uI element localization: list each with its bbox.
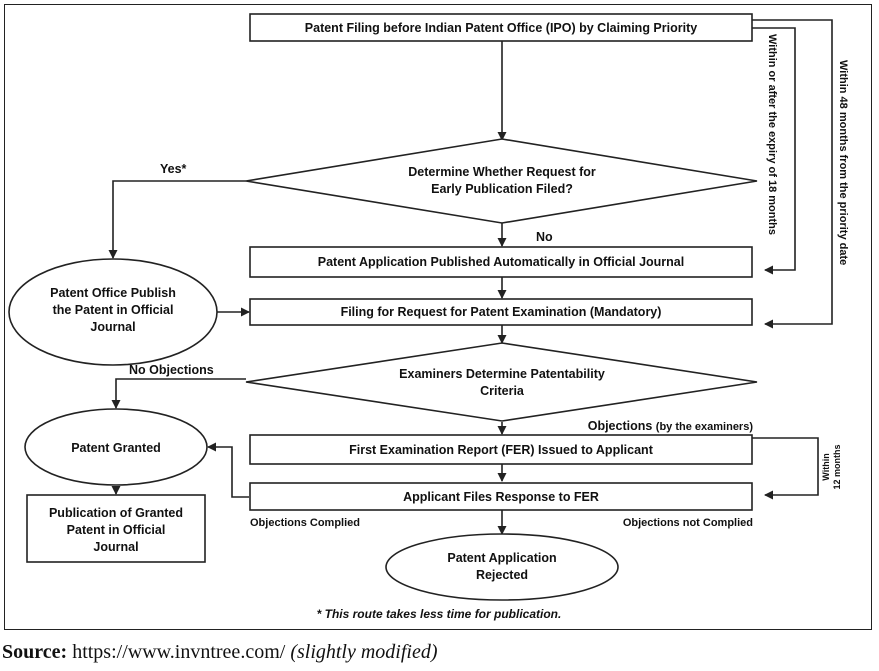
label-patentability-1: Examiners Determine Patentability <box>399 367 605 381</box>
box-fer-issued: First Examination Report (FER) Issued to… <box>249 434 753 465</box>
patent-process-flowchart: Patent Filing before Indian Patent Offic… <box>8 13 849 621</box>
label-response-fer: Applicant Files Response to FER <box>403 490 599 504</box>
label-publication-granted-1: Publication of Granted <box>49 506 183 520</box>
label-within-18-months: Within or after the expiry of 18 months <box>766 34 778 235</box>
edges <box>108 19 833 535</box>
label-publication-granted-3: Journal <box>93 540 138 554</box>
label-request-examination: Filing for Request for Patent Examinatio… <box>341 305 662 319</box>
label-rejected-1: Patent Application <box>447 551 556 565</box>
edge-no-objections <box>111 378 246 409</box>
footnote: * This route takes less time for publica… <box>317 607 562 621</box>
ellipse-office-publish: Patent Office Publish the Patent in Offi… <box>8 258 218 366</box>
box-response-fer: Applicant Files Response to FER <box>249 482 753 511</box>
source-link[interactable]: https://www.invntree.com/ <box>72 641 286 663</box>
label-office-publish-1: Patent Office Publish <box>50 286 176 300</box>
edge-18-month-loop <box>752 27 796 275</box>
label-within-12-months-1: Within <box>821 453 831 480</box>
edge-label-yes: Yes* <box>160 162 187 176</box>
ellipse-rejected: Patent Application Rejected <box>385 533 619 601</box>
objections-text: Objections <box>588 419 653 433</box>
label-filing-priority: Patent Filing before Indian Patent Offic… <box>305 21 697 35</box>
box-request-examination: Filing for Request for Patent Examinatio… <box>249 298 753 326</box>
edge-48-month-loop <box>752 19 833 329</box>
source-label: Source: <box>2 641 68 663</box>
edge-12-month-loop <box>752 437 819 500</box>
edge-response-to-granted <box>207 442 249 498</box>
edge-label-objections-not-complied: Objections not Complied <box>623 517 753 529</box>
box-filing-priority: Patent Filing before Indian Patent Offic… <box>249 13 753 42</box>
box-publication-granted: Publication of Granted Patent in Officia… <box>26 494 206 563</box>
edge-label-no-objections: No Objections <box>129 363 214 377</box>
label-patentability-2: Criteria <box>480 384 525 398</box>
label-within-48-months: Within 48 months from the priority date <box>837 60 849 265</box>
diagram-frame <box>4 4 872 630</box>
edge-label-objections: Objections (by the examiners) <box>588 419 754 433</box>
label-within-12-months-2: 12 months <box>832 444 842 489</box>
decision-early-publication: Determine Whether Request for Early Publ… <box>245 138 758 224</box>
label-publication-granted-2: Patent in Official <box>67 523 166 537</box>
label-rejected-2: Rejected <box>476 568 528 582</box>
label-early-publication-2: Early Publication Filed? <box>431 182 573 196</box>
edge-decision-yes <box>108 180 246 259</box>
source-line: Source: https://www.invntree.com/ (sligh… <box>2 641 438 664</box>
source-note: (slightly modified) <box>290 641 438 663</box>
edge-label-no: No <box>536 230 553 244</box>
label-office-publish-2: the Patent in Official <box>53 303 174 317</box>
edge-label-objections-complied: Objections Complied <box>250 517 360 529</box>
label-early-publication-1: Determine Whether Request for <box>408 165 596 179</box>
label-patent-granted: Patent Granted <box>71 441 161 455</box>
ellipse-patent-granted: Patent Granted <box>24 408 208 486</box>
label-office-publish-3: Journal <box>90 320 135 334</box>
box-published-automatically: Patent Application Published Automatical… <box>249 246 753 278</box>
label-published-automatically: Patent Application Published Automatical… <box>318 255 685 269</box>
objections-by-text: (by the examiners) <box>656 421 754 433</box>
decision-patentability: Examiners Determine Patentability Criter… <box>245 342 758 422</box>
label-fer-issued: First Examination Report (FER) Issued to… <box>349 443 654 457</box>
